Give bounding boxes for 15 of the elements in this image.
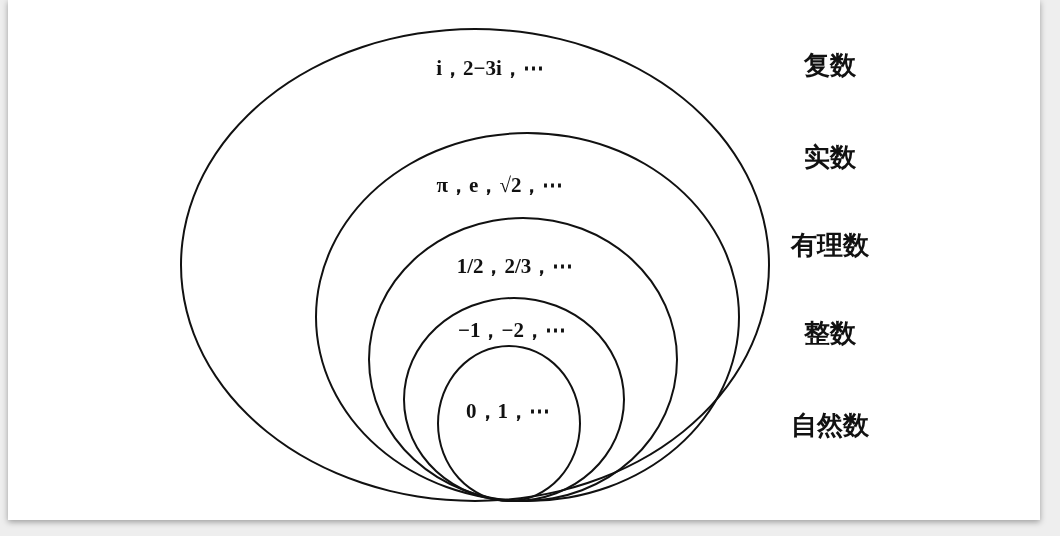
set-name: 自然数 — [791, 408, 869, 442]
set-name: 有理数 — [791, 228, 869, 262]
set-ellipse — [180, 28, 770, 502]
set-ellipse — [368, 217, 678, 502]
set-ellipse — [315, 132, 740, 502]
set-name: 实数 — [804, 140, 856, 174]
set-name: 复数 — [804, 48, 856, 82]
set-ellipse — [403, 297, 625, 502]
example-numbers: 1/2，2/3，⋯ — [456, 253, 574, 280]
set-ellipse — [437, 345, 581, 502]
example-numbers: i，2−3i，⋯ — [436, 55, 544, 82]
example-numbers: π，e，√2，⋯ — [436, 172, 564, 199]
set-name: 整数 — [804, 316, 856, 350]
example-numbers: 0，1，⋯ — [466, 398, 550, 425]
example-numbers: −1，−2，⋯ — [458, 317, 566, 344]
